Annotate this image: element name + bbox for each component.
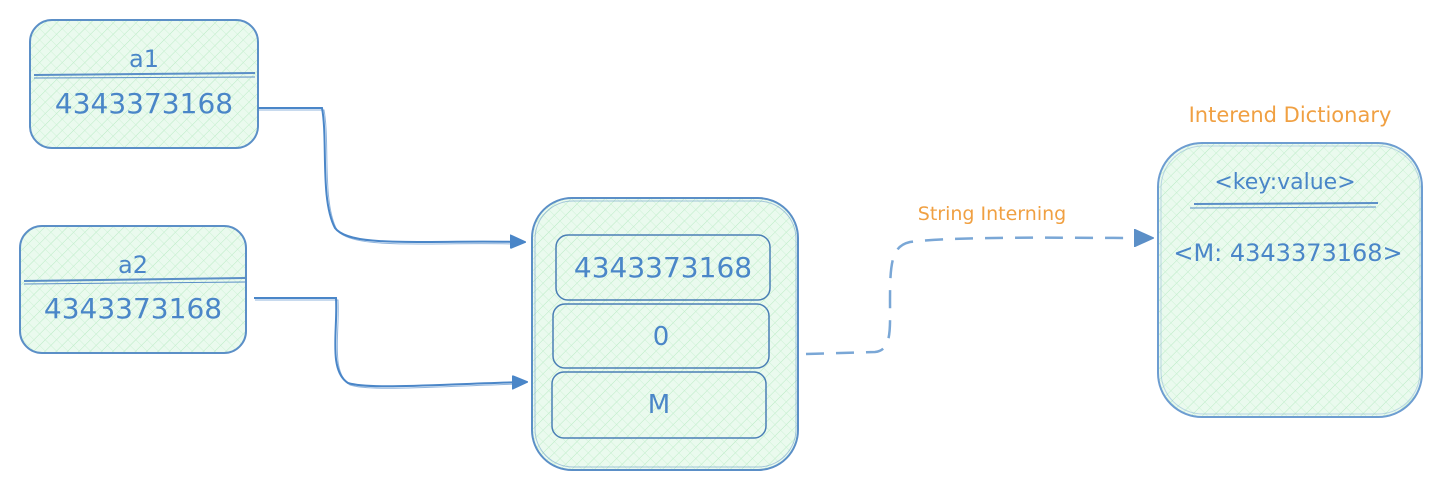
arrow-string-interning <box>805 238 1152 356</box>
arrow-a2-to-object <box>254 297 526 386</box>
variable-a1-value: 4343373168 <box>55 87 233 120</box>
arrow-a1-to-object <box>258 107 524 242</box>
dictionary-header: <key:value> <box>1214 170 1355 195</box>
object-box: 4343373168 0 M <box>531 197 799 471</box>
variable-a1-name: a1 <box>129 45 159 73</box>
string-interning-label: String Interning <box>918 203 1066 225</box>
dictionary-box: <key:value> <M: 4343373168> <box>1157 142 1423 418</box>
variable-a2-name: a2 <box>118 251 148 279</box>
dictionary-entry: <M: 4343373168> <box>1173 239 1402 267</box>
object-refcount-cell <box>552 303 770 369</box>
variable-a2-box: a2 4343373168 <box>19 225 247 354</box>
object-value-cell <box>551 371 767 439</box>
object-value: M <box>648 390 670 420</box>
object-id-cell <box>555 234 771 301</box>
variable-a2-value: 4343373168 <box>44 292 222 325</box>
dictionary-title: Interend Dictionary <box>1189 103 1392 127</box>
variable-a1-box: a1 4343373168 <box>29 19 259 149</box>
object-id: 4343373168 <box>574 251 752 284</box>
object-refcount: 0 <box>653 322 670 352</box>
